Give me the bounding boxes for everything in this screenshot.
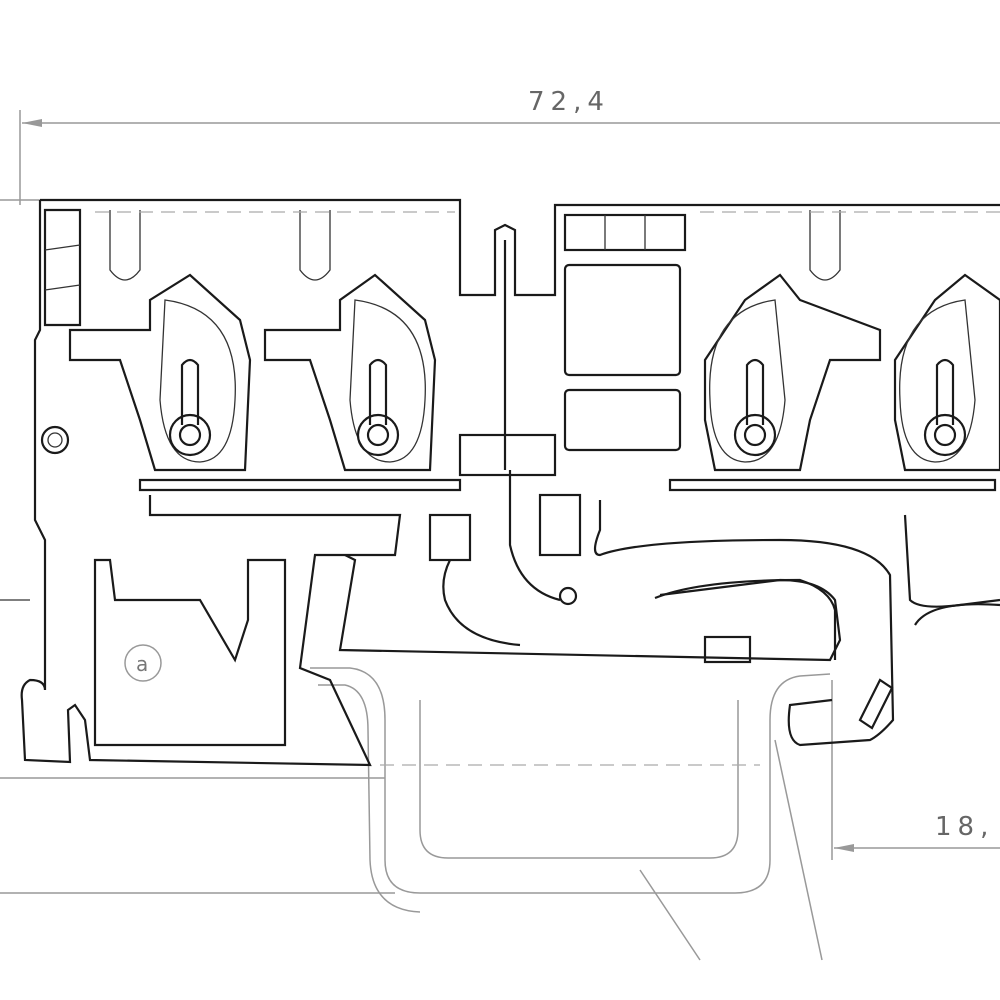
dimension-label-rail: 18, [935,812,994,842]
dimension-overall-width: 72,4 [0,87,1000,205]
clamp-4 [893,273,1000,472]
din-rail [310,667,831,961]
callout-label: a [136,652,148,676]
housing [0,198,1000,767]
dimension-label-width: 72,4 [528,87,610,117]
dimension-rail-height: 18, [831,680,1000,860]
clamp-1 [68,210,252,472]
clamp-2 [263,210,437,472]
clamp-units [68,210,1000,472]
clamp-3 [703,210,882,472]
callout-a: a [124,644,162,682]
